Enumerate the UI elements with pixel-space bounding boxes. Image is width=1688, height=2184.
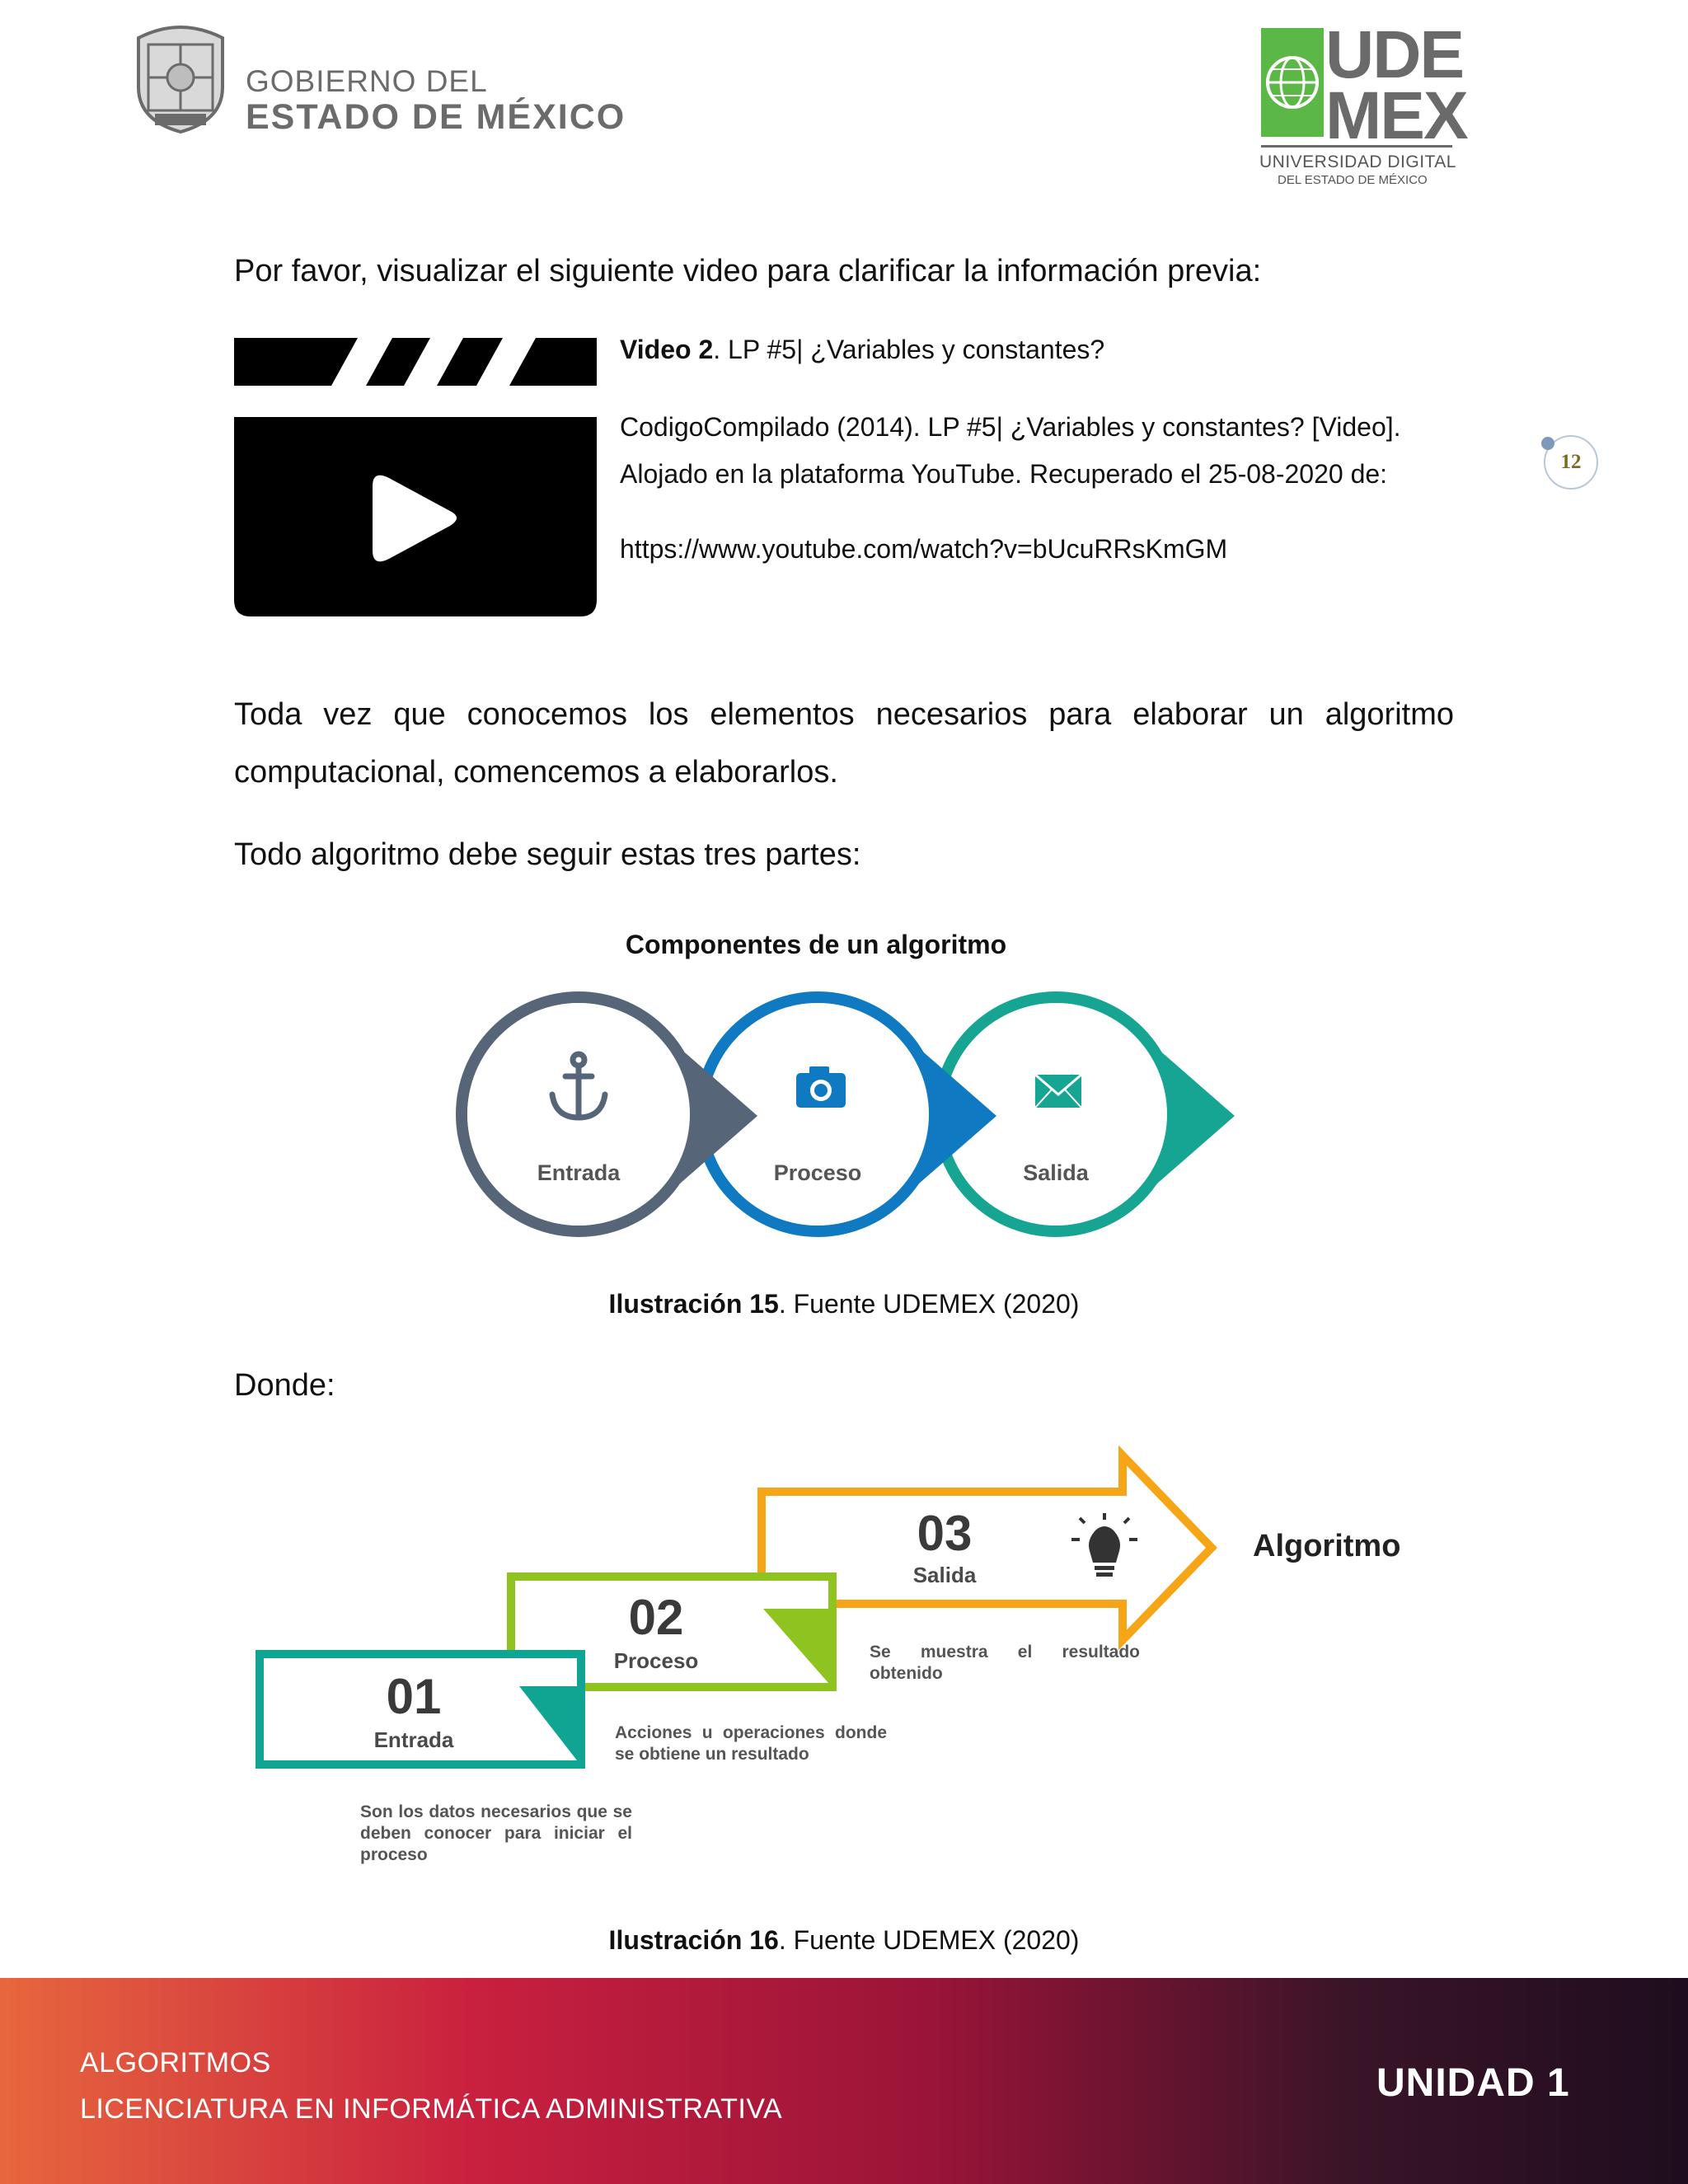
video-url-link[interactable]: https://www.youtube.com/watch?v=bUcuRRsK… xyxy=(620,534,1228,564)
paragraph-algorithm-intro: Toda vez que conocemos los elementos nec… xyxy=(234,697,1454,790)
algorithm-components-diagram xyxy=(456,991,1235,1237)
udemex-globe-logo xyxy=(1261,28,1324,137)
algoritmo-result-label: Algoritmo xyxy=(1253,1529,1401,1563)
caption-illustration16: Ilustración 16. Fuente UDEMEX (2020) xyxy=(0,1925,1688,1956)
video-title-text: . LP #5| ¿Variables y constantes? xyxy=(713,335,1105,364)
paragraph-three-parts: Todo algoritmo debe seguir estas tres pa… xyxy=(234,837,861,872)
camera-icon xyxy=(796,1066,846,1108)
step-desc-entrada: Son los datos necesarios que se deben co… xyxy=(360,1802,632,1864)
udemex-divider xyxy=(1261,145,1452,148)
component-label-entrada: Entrada xyxy=(537,1160,621,1185)
video-reference-line2: Alojado en la plataforma YouTube. Recupe… xyxy=(620,459,1388,489)
gov-line2: ESTADO DE MÉXICO xyxy=(246,97,626,137)
footer-course: ALGORITMOS xyxy=(80,2047,271,2079)
donde-label: Donde: xyxy=(234,1368,335,1403)
footer-band xyxy=(0,1978,1688,2184)
step-desc-salida: Se muestra el resultado obtenido xyxy=(870,1643,1140,1683)
caption1-bold: Ilustración 15 xyxy=(608,1289,779,1319)
lightbulb-icon xyxy=(1071,1513,1137,1577)
government-logo-text: GOBIERNO DEL ESTADO DE MÉXICO xyxy=(246,66,626,135)
video-reference-line1: CodigoCompilado (2014). LP #5| ¿Variable… xyxy=(620,412,1401,442)
diagram1-title: Componentes de un algoritmo xyxy=(625,930,1007,959)
step-label-entrada: Entrada xyxy=(373,1727,454,1752)
step-label-proceso: Proceso xyxy=(613,1648,699,1673)
step-number-03: 03 xyxy=(917,1506,973,1561)
caption2-bold: Ilustración 16 xyxy=(608,1925,779,1955)
algorithm-steps-diagram xyxy=(256,1445,1217,1769)
footer-unit: UNIDAD 1 xyxy=(1376,2061,1570,2105)
step-label-salida: Salida xyxy=(912,1563,977,1587)
intro-text: Por favor, visualizar el siguiente video… xyxy=(234,254,1262,288)
caption-illustration15: Ilustración 15. Fuente UDEMEX (2020) xyxy=(0,1289,1688,1319)
anchor-icon xyxy=(549,1051,608,1121)
gov-line1: GOBIERNO DEL xyxy=(246,64,488,98)
udemex-subtitle2: DEL ESTADO DE MÉXICO xyxy=(1278,173,1428,187)
step-number-01: 01 xyxy=(386,1669,442,1724)
component-label-proceso: Proceso xyxy=(773,1160,862,1185)
step-number-02: 02 xyxy=(628,1590,684,1645)
page-number: 12 xyxy=(1544,435,1598,490)
page-number-dot xyxy=(1541,437,1554,450)
caption1-rest: . Fuente UDEMEX (2020) xyxy=(778,1289,1080,1319)
footer-program: LICENCIATURA EN INFORMÁTICA ADMINISTRATI… xyxy=(80,2093,783,2125)
video-label: Video 2 xyxy=(620,335,714,364)
caption2-rest: . Fuente UDEMEX (2020) xyxy=(778,1925,1080,1955)
component-label-salida: Salida xyxy=(1023,1160,1089,1185)
envelope-icon xyxy=(1034,1073,1082,1108)
state-coat-of-arms-logo xyxy=(137,26,224,134)
udemex-wordmark: UDE MEX xyxy=(1325,17,1469,153)
udemex-line1: UDE xyxy=(1325,17,1465,92)
udemex-line2: MEX xyxy=(1325,77,1469,153)
video-clapperboard-icon[interactable] xyxy=(234,338,597,616)
step-desc-proceso: Acciones u operaciones donde se obtiene … xyxy=(615,1723,887,1764)
video-title: Video 2. LP #5| ¿Variables y constantes? xyxy=(620,335,1104,365)
udemex-subtitle1: UNIVERSIDAD DIGITAL xyxy=(1259,152,1456,171)
